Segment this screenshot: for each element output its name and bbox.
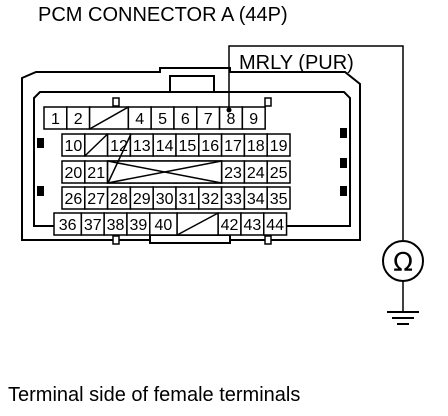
terminal-number: 18 bbox=[247, 138, 265, 155]
terminal-number: 16 bbox=[201, 138, 219, 155]
terminal-number: 7 bbox=[204, 111, 213, 128]
terminal-number: 23 bbox=[224, 165, 242, 182]
terminal-number: 33 bbox=[224, 191, 242, 208]
terminal-number: 28 bbox=[110, 191, 128, 208]
ground-icon bbox=[387, 311, 419, 325]
terminal-number: 35 bbox=[270, 191, 288, 208]
connector-inner-frame bbox=[33, 91, 351, 227]
terminal-number: 19 bbox=[270, 138, 288, 155]
terminal-number: 43 bbox=[243, 217, 261, 234]
terminal-number: 4 bbox=[135, 111, 144, 128]
terminal-number: 40 bbox=[155, 217, 173, 234]
terminal-number: 13 bbox=[133, 138, 151, 155]
terminal-number: 36 bbox=[59, 217, 77, 234]
terminal-number: 27 bbox=[87, 191, 105, 208]
probe-point bbox=[226, 107, 232, 113]
terminal-number: 14 bbox=[156, 138, 174, 155]
terminal-number: 37 bbox=[84, 217, 102, 234]
terminal-number: 31 bbox=[179, 191, 197, 208]
terminal-number: 34 bbox=[247, 191, 265, 208]
terminal-number: 2 bbox=[74, 111, 83, 128]
side-locator bbox=[340, 128, 347, 138]
terminal-cell bbox=[263, 212, 288, 236]
terminal-number: 30 bbox=[156, 191, 174, 208]
terminal-number: 32 bbox=[201, 191, 219, 208]
unused-mark bbox=[107, 160, 222, 184]
top-marker bbox=[264, 97, 272, 107]
terminal-number: 24 bbox=[247, 165, 265, 182]
meter-lead-wire bbox=[228, 45, 404, 240]
connector-bottom-key bbox=[149, 234, 231, 244]
connector-outer-housing bbox=[21, 67, 361, 241]
unused-mark bbox=[89, 106, 129, 130]
diagram-caption: Terminal side of female terminals bbox=[8, 384, 301, 406]
terminal-number: 42 bbox=[221, 217, 239, 234]
wire-label: MRLY (PUR) bbox=[239, 52, 354, 74]
connector-latch bbox=[169, 75, 215, 93]
terminal-number: 25 bbox=[270, 165, 288, 182]
side-locator bbox=[37, 186, 44, 196]
unused-mark bbox=[107, 133, 132, 184]
terminal-cell bbox=[266, 160, 291, 184]
side-locator bbox=[37, 138, 44, 148]
terminal-number: 20 bbox=[65, 165, 83, 182]
terminal-cell bbox=[266, 133, 291, 157]
terminal-number: 5 bbox=[158, 111, 167, 128]
terminal-cell bbox=[266, 186, 291, 210]
bottom-marker bbox=[264, 235, 272, 245]
terminal-number: 44 bbox=[266, 217, 284, 234]
terminal-number: 38 bbox=[107, 217, 125, 234]
ohm-symbol: Ω bbox=[393, 248, 413, 278]
terminal-number: 21 bbox=[87, 165, 105, 182]
terminal-number: 39 bbox=[129, 217, 147, 234]
side-locator bbox=[340, 186, 347, 196]
terminal-number: 15 bbox=[179, 138, 197, 155]
terminal-number: 9 bbox=[249, 111, 258, 128]
terminal-number: 26 bbox=[65, 191, 83, 208]
terminal-number: 1 bbox=[51, 111, 60, 128]
terminal-number: 10 bbox=[65, 138, 83, 155]
side-locator bbox=[340, 158, 347, 168]
terminal-number: 6 bbox=[181, 111, 190, 128]
ohmmeter-icon: Ω bbox=[382, 240, 424, 282]
unused-mark bbox=[176, 212, 219, 236]
terminal-cell bbox=[241, 106, 266, 130]
connector-title: PCM CONNECTOR A (44P) bbox=[38, 4, 288, 26]
terminal-number: 8 bbox=[227, 111, 236, 128]
terminal-number: 17 bbox=[224, 138, 242, 155]
top-marker bbox=[112, 97, 120, 107]
bottom-marker bbox=[112, 235, 120, 245]
unused-mark bbox=[84, 133, 109, 157]
terminal-number: 29 bbox=[133, 191, 151, 208]
